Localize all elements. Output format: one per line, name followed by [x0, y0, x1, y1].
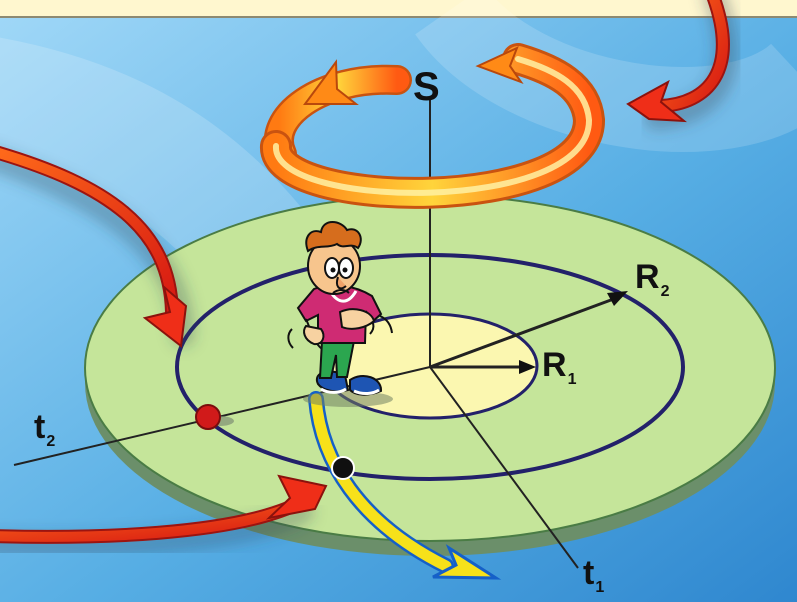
- r2-arrowhead: [607, 291, 628, 306]
- label-s: S: [413, 67, 440, 107]
- trajectory-arrowhead: [432, 544, 502, 580]
- rotation-arrow-tail: [303, 59, 359, 105]
- label-t2-sub: 2: [46, 433, 56, 450]
- bottom-red-arrow: [0, 500, 300, 542]
- label-t1-main: t: [583, 554, 595, 592]
- label-s-text: S: [413, 65, 440, 109]
- red-ball: [195, 404, 221, 430]
- right-red-arrowhead: [626, 79, 687, 123]
- label-r1: R1: [542, 346, 576, 388]
- left-red-arrow: [0, 148, 177, 317]
- cartoon-boy-icon: [287, 221, 393, 407]
- label-r1-main: R: [542, 346, 567, 384]
- bottom-red-arrowhead: [265, 474, 328, 520]
- label-t2: t2: [34, 408, 55, 450]
- black-ball: [331, 456, 355, 480]
- label-t1-sub: 1: [595, 579, 605, 596]
- label-r2: R2: [635, 258, 669, 300]
- r1-arrowhead: [519, 360, 536, 374]
- top-band: [0, 0, 797, 18]
- label-t2-main: t: [34, 408, 46, 446]
- label-r2-sub: 2: [660, 283, 670, 300]
- t1-radial-line: [429, 366, 579, 569]
- r2-radius-line: [429, 295, 620, 369]
- rotation-arrowhead: [475, 46, 524, 85]
- label-r1-sub: 1: [567, 371, 577, 388]
- label-t1: t1: [583, 554, 604, 596]
- label-r2-main: R: [635, 258, 660, 296]
- trajectory-arrow: [310, 393, 452, 572]
- right-red-arrow: [655, 0, 728, 111]
- left-red-arrowhead: [142, 284, 188, 348]
- bottom-arrow-shadow: [0, 500, 314, 558]
